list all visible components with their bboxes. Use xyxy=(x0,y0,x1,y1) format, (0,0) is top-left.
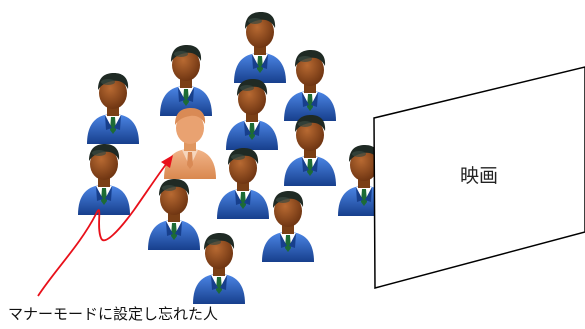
screen-label: 映画 xyxy=(460,165,499,187)
caption-label: マナーモードに設定し忘れた人 xyxy=(8,305,219,323)
